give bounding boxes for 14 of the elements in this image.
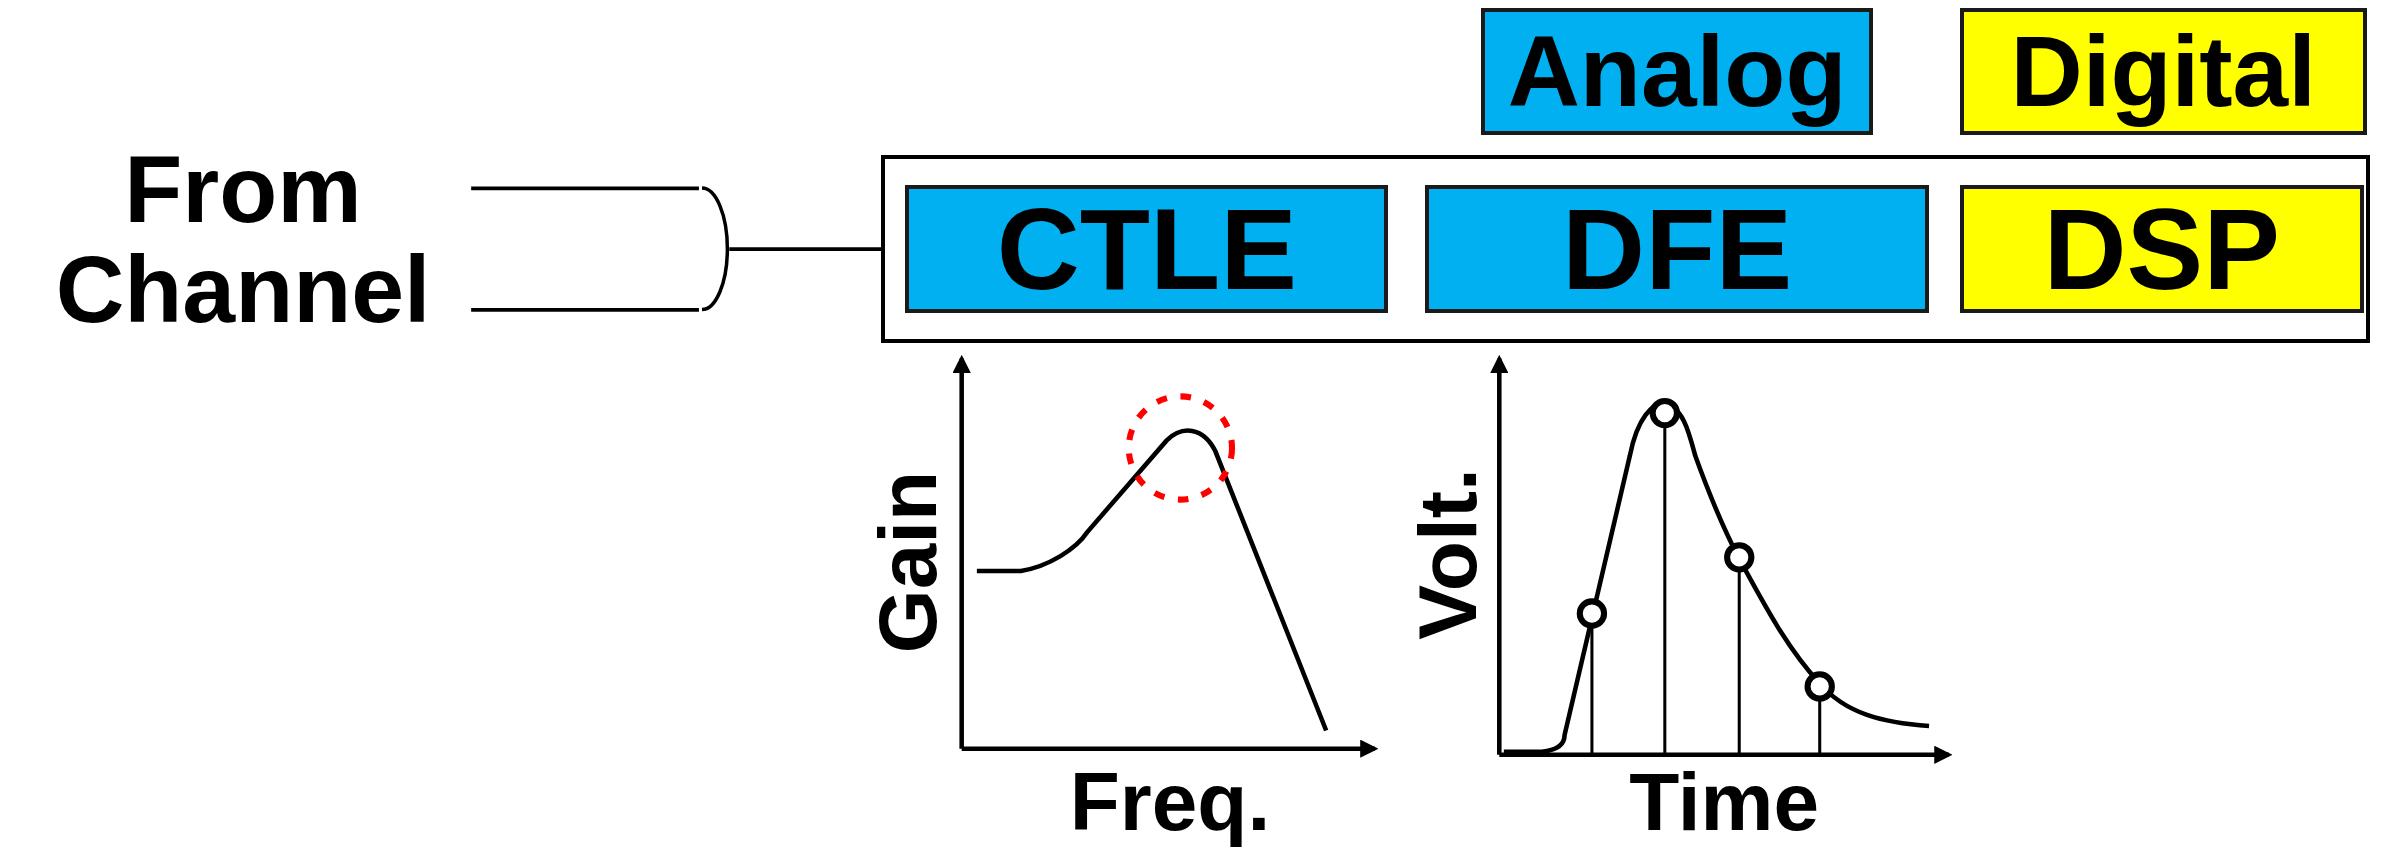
- block-box: [1959, 185, 2364, 313]
- wire: [471, 307, 699, 312]
- input-label: From Channel: [54, 140, 432, 340]
- block-box: [905, 185, 1389, 313]
- block-box: [1424, 185, 1930, 313]
- wire: [471, 186, 699, 191]
- axis-label: Time: [1629, 761, 1820, 844]
- block-label: DSP: [2043, 188, 2280, 310]
- block-label: DFE: [1562, 188, 1793, 310]
- receiver-frame: [881, 154, 2370, 344]
- block-label: CTLE: [996, 188, 1298, 310]
- wire: [729, 247, 882, 251]
- axis-label: Gain: [867, 470, 950, 654]
- axis-label: Volt.: [1406, 468, 1489, 641]
